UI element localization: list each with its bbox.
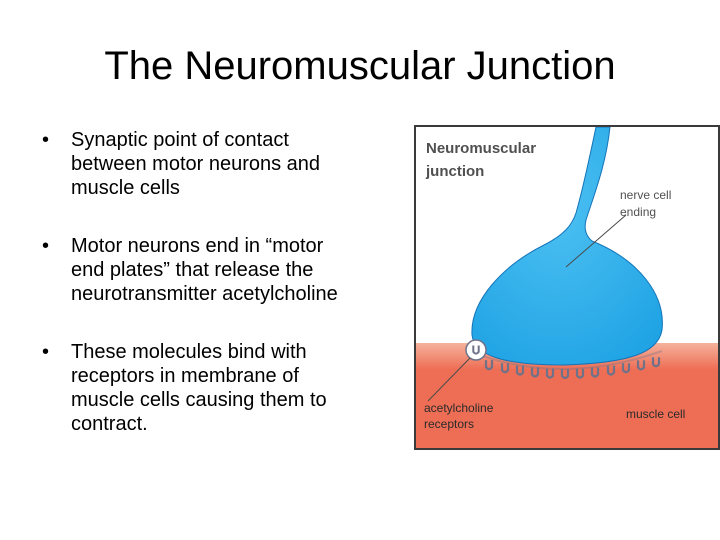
nerve-label-line: ending xyxy=(620,205,656,219)
bullet-list: • Synaptic point of contact between moto… xyxy=(42,128,402,470)
bullet-text-line: Synaptic point of contact xyxy=(71,129,289,151)
membrane-fold xyxy=(468,350,663,370)
receptor-mark xyxy=(515,365,525,376)
receptor-mark xyxy=(575,368,585,379)
bullet-dot: • xyxy=(42,235,50,257)
bullet-item: • Synaptic point of contact between moto… xyxy=(42,128,402,200)
neuromuscular-junction-figure: Neuromuscular junction nerve cell ending… xyxy=(414,125,720,450)
bullet-item: • Motor neurons end in “motor end plates… xyxy=(42,234,402,306)
receptor-mark xyxy=(560,369,570,380)
bullet-text-line: neurotransmitter acetylcholine xyxy=(71,283,338,305)
figure-title-line: junction xyxy=(425,163,484,180)
receptor-mark xyxy=(590,367,600,378)
receptor-mark xyxy=(606,365,616,376)
receptor-zoom-circle xyxy=(465,339,487,361)
receptor-pointer-line xyxy=(427,357,471,402)
bullet-text-line: between motor neurons and xyxy=(71,153,321,175)
bullet-text-line: contract. xyxy=(71,413,148,435)
bullet-text-line: muscle cells xyxy=(71,177,180,199)
nerve-label-line: nerve cell xyxy=(620,188,671,202)
bullet-text-line: These molecules bind with xyxy=(71,341,307,363)
receptor-mark xyxy=(621,363,631,374)
bullet-item: • These molecules bind with receptors in… xyxy=(42,340,402,436)
receptor-mark xyxy=(636,360,646,371)
bullet-text-line: end plates” that release the xyxy=(71,259,314,281)
receptor-mark xyxy=(500,363,510,374)
bullet-text-line: receptors in membrane of xyxy=(71,365,299,387)
receptor-label-line: acetylcholine xyxy=(424,401,494,415)
receptor-mark xyxy=(530,367,540,378)
bullet-dot: • xyxy=(42,129,50,151)
slide-title: The Neuromuscular Junction xyxy=(104,44,616,88)
receptor-mark xyxy=(545,368,555,379)
figure-title-line: Neuromuscular xyxy=(426,140,536,157)
muscle-label: muscle cell xyxy=(626,407,685,421)
bullet-dot: • xyxy=(42,341,50,363)
receptor-mark xyxy=(472,345,480,355)
junction-illustration: Neuromuscular junction nerve cell ending… xyxy=(414,125,720,450)
figure-frame xyxy=(414,125,720,450)
acetylcholine-receptors xyxy=(484,357,661,380)
receptor-zoom-icon xyxy=(472,345,480,355)
receptor-mark xyxy=(484,360,494,371)
receptor-label-line: receptors xyxy=(424,417,474,431)
nerve-pointer-line xyxy=(565,214,627,268)
nerve-cell-ending xyxy=(471,126,663,366)
bullet-text-line: Motor neurons end in “motor xyxy=(71,235,324,257)
receptor-mark xyxy=(651,357,661,368)
bullet-text-line: muscle cells causing them to xyxy=(71,389,327,411)
